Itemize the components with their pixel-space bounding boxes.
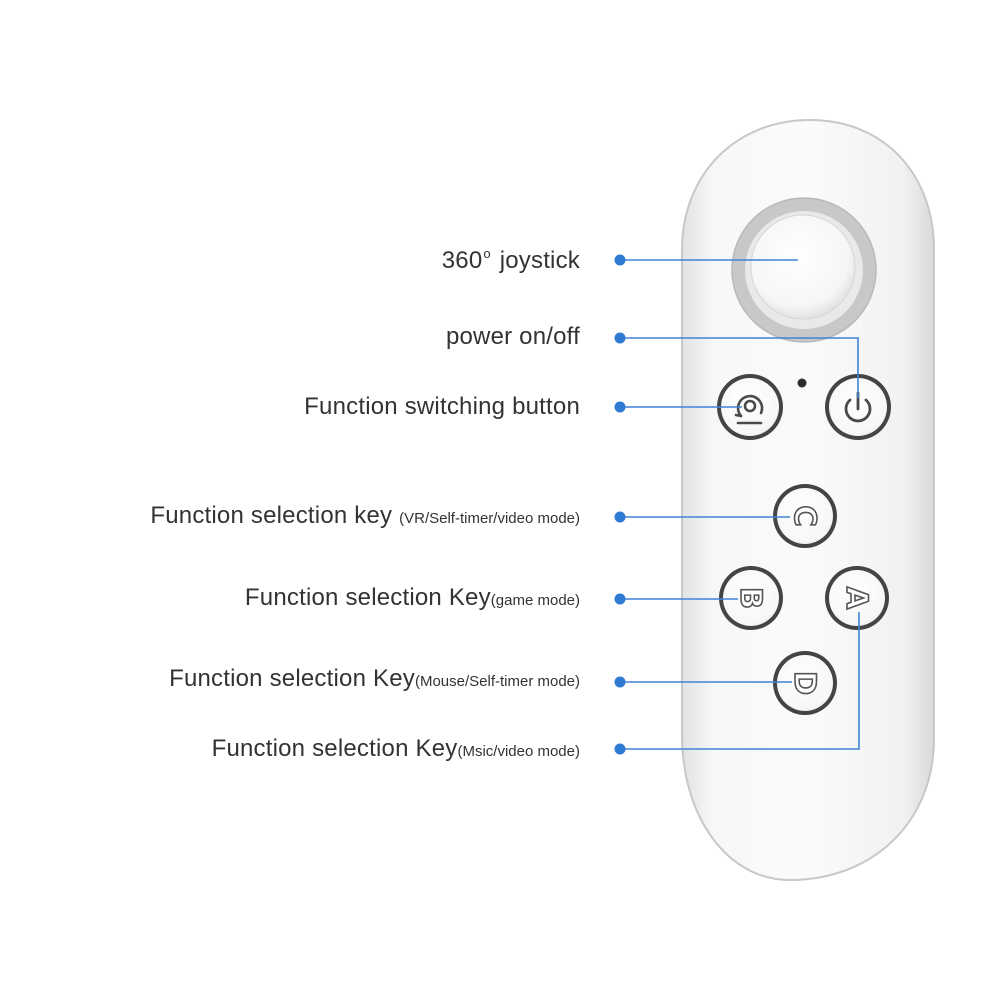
callout-line-key-a (620, 612, 860, 750)
a-button-letter: A (840, 587, 874, 610)
function-switch-button[interactable] (717, 374, 783, 440)
c-button-letter: C (788, 505, 822, 526)
joystick[interactable] (731, 197, 877, 343)
callout-dot-key-b (614, 593, 626, 605)
callout-dot-function-switch (614, 401, 626, 413)
joystick-cap (750, 214, 856, 320)
callout-dot-power (614, 332, 626, 344)
callout-dot-key-c (614, 511, 626, 523)
b-button[interactable]: B (719, 566, 783, 630)
function-switch-icon (734, 394, 764, 425)
callout-label-joystick: 360o joystick (442, 246, 580, 279)
callout-line-power (620, 337, 859, 398)
callout-label-joystick-suffix: joystick (492, 247, 580, 274)
callout-dot-joystick (614, 254, 626, 266)
callout-label-power: power on/off (446, 322, 580, 352)
callout-label-joystick-number: 360 (441, 247, 483, 274)
power-button[interactable] (825, 374, 891, 440)
degree-symbol: o (483, 246, 491, 261)
callout-label-key-b-main: Function selection Key (244, 584, 491, 611)
callout-label-key-b: Function selection Key(game mode) (245, 583, 580, 616)
d-button-letter: D (788, 671, 822, 695)
indicator-led (797, 378, 807, 388)
callout-label-key-d-main: Function selection Key (169, 665, 415, 692)
c-button[interactable]: C (773, 484, 837, 548)
callout-label-key-d: Function selection Key(Mouse/Self-timer … (169, 664, 580, 697)
callout-dot-key-a (614, 743, 626, 755)
callout-label-key-a-sub: (Msic/video mode) (457, 743, 580, 760)
b-button-letter: B (734, 587, 768, 609)
callout-label-function-switch: Function switching button (304, 392, 580, 422)
callout-label-key-b-sub: (game mode) (490, 592, 580, 609)
callout-label-power-text: power on/off (445, 323, 580, 350)
callout-label-key-c-sub: (VR/Self-timer/video mode) (399, 510, 580, 527)
callout-label-key-a-main: Function selection Key (211, 735, 458, 762)
callout-label-function-switch-text: Function switching button (304, 393, 580, 420)
callout-label-key-c-main: Function selection key (150, 502, 400, 529)
callout-dot-key-d (614, 676, 626, 688)
callout-label-key-d-sub: (Mouse/Self-timer mode) (414, 673, 580, 690)
d-button[interactable]: D (773, 651, 837, 715)
a-button[interactable]: A (825, 566, 889, 630)
callout-label-key-a: Function selection Key(Msic/video mode) (212, 734, 580, 767)
callout-label-key-c: Function selection key (VR/Self-timer/vi… (150, 501, 580, 534)
